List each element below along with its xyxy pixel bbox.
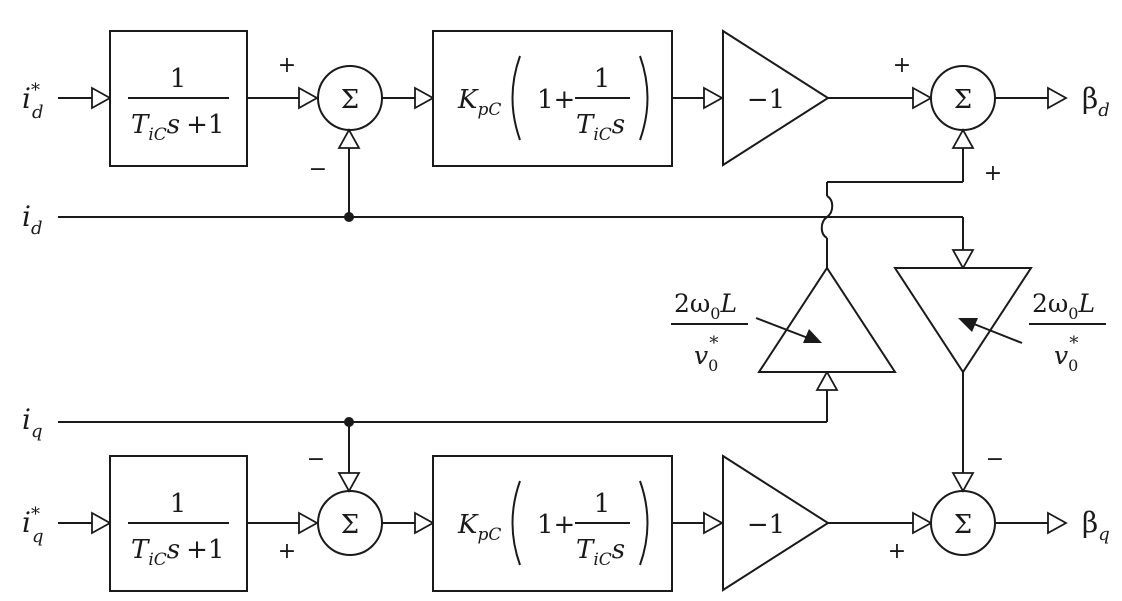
arrow-sum-q1-feedback	[337, 472, 361, 493]
pi-q-gain: KpC	[457, 510, 501, 545]
gain-right-numerator: 2ω0L	[1032, 289, 1095, 323]
pi-d-one-plus: 1+	[537, 85, 575, 115]
sum-d1-symbol: Σ	[341, 85, 359, 115]
label-id-ref: i*d	[22, 80, 44, 123]
arrow-filter-d-in	[91, 86, 112, 110]
label-beta-d: βd	[1082, 82, 1110, 121]
filter-q-denominator: TiCs+1	[131, 535, 224, 570]
arrow-beta-q-out	[1047, 511, 1068, 535]
pi-d-numerator: 1	[594, 64, 611, 94]
pi-q-one-plus: 1+	[537, 510, 575, 540]
pi-block-q	[432, 455, 673, 592]
arrow-gain-left-in	[815, 370, 839, 391]
gain-right-pointer-line	[973, 323, 1023, 344]
arrow-filter-q-in	[91, 511, 112, 535]
sum-q2-symbol: Σ	[954, 510, 972, 540]
junction-dot-iq	[344, 417, 354, 427]
label-beta-q: βq	[1082, 506, 1110, 545]
neg-gain-triangle-d	[722, 29, 830, 167]
sign-q1-plus: +	[278, 539, 296, 564]
sign-q2-plus: +	[888, 539, 906, 564]
sign-d2-plus-left: +	[893, 53, 911, 78]
sum-d2-symbol: Σ	[954, 85, 972, 115]
arrow-neg-d-in	[703, 86, 724, 110]
signal-labels: i*d id iq i*q βd βq	[22, 80, 1110, 547]
arrow-pi-d-in	[414, 86, 435, 110]
gain-left-denominator: v0*	[694, 333, 718, 375]
sum-q1-symbol: Σ	[341, 510, 359, 540]
arrow-sum-d2-feedback	[951, 128, 975, 149]
arrow-sum-d-in	[298, 86, 319, 110]
gain-right-label: 2ω0L v0*	[1029, 289, 1106, 375]
arrow-sum-q2-feedback	[951, 472, 975, 493]
neg-gain-q-label: −1	[747, 510, 785, 540]
pi-q-paren-left	[511, 480, 521, 566]
gain-right-denominator: v0*	[1054, 333, 1078, 375]
label-iq-ref: i*q	[22, 504, 44, 547]
pi-q-denominator: TiCs	[576, 535, 625, 570]
arrow-beta-d-out	[1047, 86, 1068, 110]
wire-crossing-hop-low	[820, 216, 828, 239]
gain-left-pointer-arrowhead	[803, 329, 822, 343]
pi-block-d	[432, 30, 673, 167]
d-axis-path: 1 TiCs+1 Σ + − KpC 1+ 1 TiCs −1 Σ + +	[58, 29, 1068, 186]
filter-d-denominator: TiCs+1	[131, 110, 224, 145]
arrow-sum2-d-in	[912, 86, 933, 110]
gain-left-pointer-line	[755, 317, 809, 339]
label-id: id	[22, 200, 43, 239]
arrow-neg-q-in	[703, 511, 724, 535]
arrow-sum-q-in	[298, 511, 319, 535]
gain-left-label: 2ω0L v0*	[671, 289, 748, 375]
sign-d1-minus: −	[309, 157, 327, 182]
pi-d-denominator: TiCs	[576, 110, 625, 145]
gain-right-pointer-arrowhead	[958, 318, 978, 332]
sign-d2-plus-bottom: +	[984, 161, 1002, 186]
arrow-gain-right-in	[951, 249, 975, 270]
neg-gain-d-label: −1	[747, 85, 785, 115]
junction-dot-id	[344, 212, 354, 222]
decoupling-gain-left	[757, 266, 897, 373]
gain-left-numerator: 2ω0L	[674, 289, 737, 323]
filter-d-numerator: 1	[170, 64, 187, 94]
wire-crossing-hop-high	[826, 195, 834, 218]
arrow-sum-d1-feedback	[337, 128, 361, 149]
feedback-network	[58, 128, 1033, 493]
sign-q2-minus: −	[986, 447, 1004, 472]
q-axis-path: 1 TiCs+1 Σ − + KpC 1+ 1 TiCs −1 Σ − +	[58, 447, 1068, 592]
neg-gain-triangle-q	[722, 454, 830, 592]
sign-d1-plus: +	[278, 53, 296, 78]
pi-d-paren-right	[639, 55, 649, 141]
arrow-pi-q-in	[414, 511, 435, 535]
pi-d-paren-left	[511, 55, 521, 141]
label-iq: iq	[22, 403, 43, 442]
filter-q-numerator: 1	[170, 489, 187, 519]
pi-q-paren-right	[639, 480, 649, 566]
pi-q-numerator: 1	[594, 489, 611, 519]
pi-d-gain: KpC	[457, 85, 501, 120]
sign-q1-minus: −	[307, 447, 325, 472]
arrow-sum2-q-in	[912, 511, 933, 535]
